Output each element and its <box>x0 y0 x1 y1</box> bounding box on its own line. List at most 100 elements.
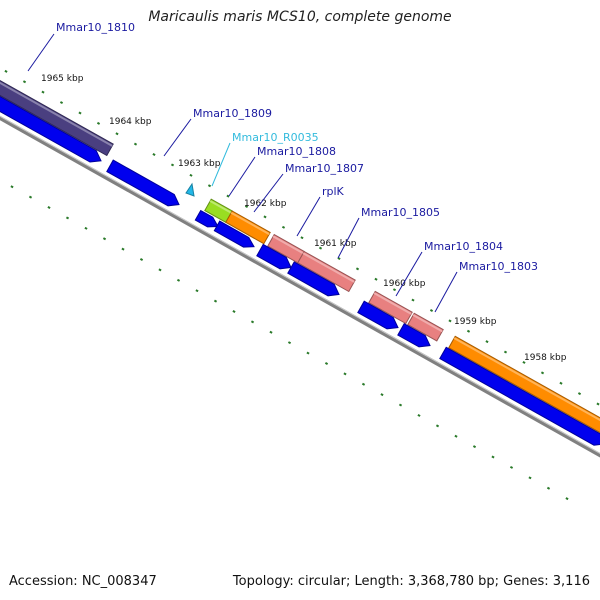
cds-arrow <box>106 159 180 207</box>
cds-arrow <box>287 261 340 297</box>
tick-label: 1962 kbp <box>244 199 287 209</box>
tick-mark <box>176 278 181 282</box>
tick-mark <box>398 403 403 407</box>
tick-mark <box>170 163 175 167</box>
label-leader-line <box>211 142 231 187</box>
tick-mark <box>522 360 526 364</box>
gene-bar-highlight <box>453 337 600 422</box>
tick-mark <box>139 258 144 261</box>
gene-bar-highlight <box>302 252 355 283</box>
tick-mark <box>380 393 384 397</box>
tick-mark <box>121 247 125 251</box>
tick-mark <box>84 226 88 230</box>
tick-mark <box>306 351 310 355</box>
gene-bar-highlight <box>272 235 304 255</box>
label-leader-line <box>296 196 321 237</box>
tick-mark <box>96 121 101 125</box>
tick-mark <box>195 289 199 293</box>
tick-mark <box>503 350 508 354</box>
tick-label: 1963 kbp <box>178 159 221 169</box>
tick-mark <box>232 310 236 313</box>
tick-mark <box>65 216 70 220</box>
tick-mark <box>448 319 452 323</box>
tick-label: 1959 kbp <box>454 317 497 327</box>
tick-mark <box>281 225 286 229</box>
gene-bar-highlight <box>209 200 232 214</box>
tick-mark <box>435 424 440 428</box>
tick-mark <box>115 132 119 136</box>
tick-mark <box>213 299 218 303</box>
cds-arrow <box>0 95 102 163</box>
tick-mark <box>540 371 545 375</box>
gene-bar <box>225 210 271 245</box>
tick-mark <box>485 340 489 344</box>
cds-arrow <box>213 220 255 248</box>
tick-mark <box>47 206 51 210</box>
gene-label: Mmar10_1807 <box>285 162 364 175</box>
tick-label: 1965 kbp <box>41 74 84 84</box>
gene-label: rplK <box>322 185 345 198</box>
tick-mark <box>596 402 600 406</box>
tick-label: 1964 kbp <box>109 117 152 127</box>
genome-stats-text: Topology: circular; Length: 3,368,780 bp… <box>232 574 590 589</box>
tick-label: 1961 kbp <box>314 239 357 249</box>
backbone-line <box>0 115 600 458</box>
cds-arrow <box>256 243 292 270</box>
tick-mark <box>429 308 434 312</box>
tick-mark <box>392 288 397 292</box>
tick-mark <box>102 237 107 241</box>
tick-mark <box>577 392 582 396</box>
tick-mark <box>472 445 477 449</box>
gene-bar <box>407 312 444 342</box>
gene-label: Mmar10_1809 <box>193 107 272 120</box>
tick-mark <box>318 246 323 250</box>
label-leader-line <box>337 217 360 259</box>
gene-bar-highlight <box>412 314 443 333</box>
tick-mark <box>189 173 193 177</box>
cds-arrow <box>397 323 431 348</box>
tick-mark <box>244 205 249 208</box>
tick-mark <box>41 90 45 94</box>
tick-mark <box>324 361 329 365</box>
label-leader-line <box>163 118 192 157</box>
cds-arrow <box>439 346 600 446</box>
cds-arrow <box>194 209 219 228</box>
tick-mark <box>158 268 162 272</box>
tick-mark <box>361 382 366 386</box>
tick-mark <box>491 455 495 459</box>
gene-label: Mmar10_1805 <box>361 206 440 219</box>
tick-mark <box>287 341 292 345</box>
tick-mark <box>454 434 458 438</box>
tick-mark <box>269 330 273 334</box>
tick-mark <box>59 101 64 105</box>
tick-mark <box>263 215 267 219</box>
tick-mark <box>22 80 27 84</box>
tick-mark <box>226 194 230 198</box>
tick-mark <box>4 69 8 73</box>
tick-mark <box>10 185 14 189</box>
tick-mark <box>300 236 304 240</box>
gene-bar <box>368 290 413 325</box>
label-leader-line <box>395 251 423 297</box>
tick-mark <box>559 381 563 385</box>
gene-label: Mmar10_1803 <box>459 260 538 273</box>
tick-mark <box>546 486 551 490</box>
map-title: Maricaulis maris MCS10, complete genome <box>148 9 452 25</box>
tick-mark <box>466 329 471 333</box>
tick-mark <box>207 184 212 188</box>
label-leader-line <box>228 156 256 197</box>
gene-bar-highlight <box>373 292 412 315</box>
tick-mark <box>565 497 569 501</box>
tick-mark <box>152 153 156 157</box>
tick-mark <box>374 277 378 281</box>
label-leader-line <box>253 173 284 213</box>
tick-mark <box>509 465 514 469</box>
backbone-highlight <box>0 115 600 455</box>
accession-text: Accession: NC_008347 <box>9 574 157 589</box>
tick-mark <box>411 298 415 302</box>
gene-bar-highlight <box>0 81 113 147</box>
gene-label: Mmar10_1810 <box>56 21 135 34</box>
cds-arrow <box>357 300 399 330</box>
gene-bar-highlight <box>230 211 270 235</box>
